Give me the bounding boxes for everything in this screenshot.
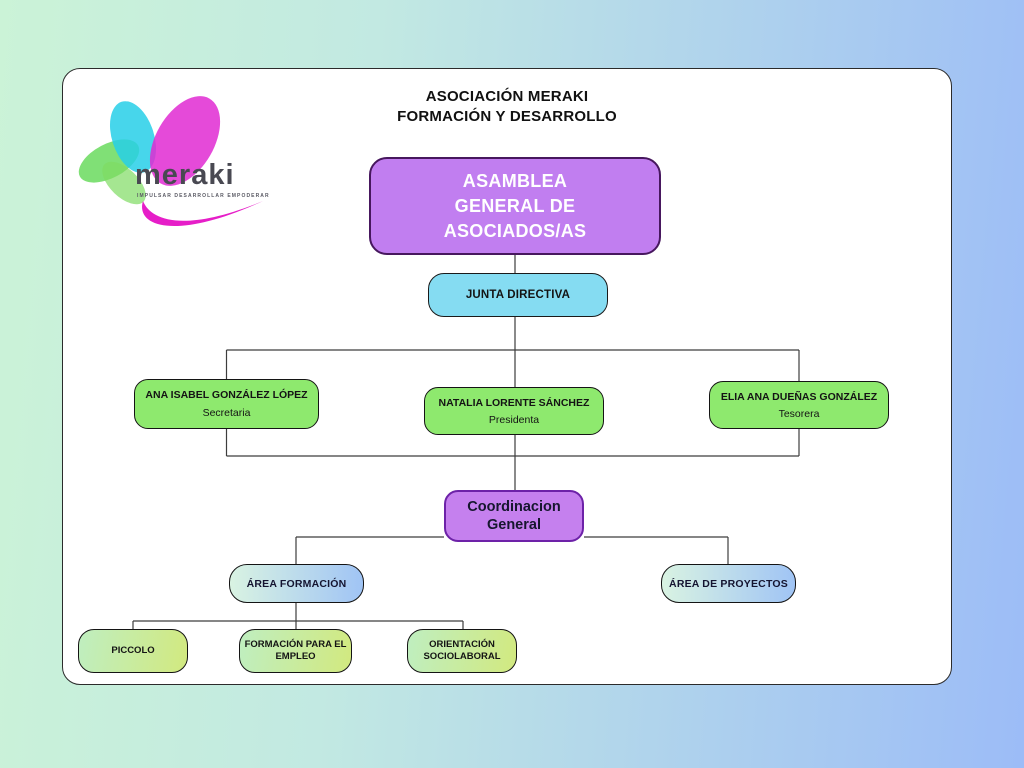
node-program-orientacion-sociolaboral: ORIENTACIÓN SOCIOLABORAL xyxy=(407,629,517,673)
node-member-tesorera: ELIA ANA DUEÑAS GONZÁLEZ Tesorera xyxy=(709,381,889,429)
meraki-logo: meraki IMPULSAR DESARROLLAR EMPODERAR xyxy=(77,89,287,241)
node-coordinacion-general: Coordinacion General xyxy=(444,490,584,542)
member-name: NATALIA LORENTE SÁNCHEZ xyxy=(438,396,590,409)
node-member-secretaria: ANA ISABEL GONZÁLEZ LÓPEZ Secretaria xyxy=(134,379,319,429)
member-name: ELIA ANA DUEÑAS GONZÁLEZ xyxy=(720,390,878,403)
member-role: Secretaria xyxy=(202,407,251,419)
member-role: Tesorera xyxy=(778,407,820,420)
title-line-1: ASOCIACIÓN MERAKI xyxy=(425,88,589,105)
node-asamblea-general: ASAMBLEA GENERAL DE ASOCIADOS/AS xyxy=(369,157,661,255)
node-member-presidenta: NATALIA LORENTE SÁNCHEZ Presidenta xyxy=(424,387,604,435)
member-role: Presidenta xyxy=(488,413,540,426)
logo-wordmark: meraki xyxy=(135,159,235,191)
node-area-formacion: ÁREA FORMACIÓN xyxy=(229,564,364,603)
node-junta-directiva: JUNTA DIRECTIVA xyxy=(428,273,608,317)
logo-tagline: IMPULSAR DESARROLLAR EMPODERAR xyxy=(137,193,270,199)
node-area-proyectos: ÁREA DE PROYECTOS xyxy=(661,564,796,603)
member-name: ANA ISABEL GONZÁLEZ LÓPEZ xyxy=(145,389,308,401)
page-title: ASOCIACIÓN MERAKI FORMACIÓN Y DESARROLLO xyxy=(63,87,951,127)
node-program-formacion-empleo: FORMACIÓN PARA EL EMPLEO xyxy=(239,629,352,673)
meraki-flower-icon xyxy=(78,96,263,227)
node-program-piccolo: PICCOLO xyxy=(78,629,188,673)
org-chart-card: meraki IMPULSAR DESARROLLAR EMPODERAR AS… xyxy=(62,68,952,685)
title-line-2: FORMACIÓN Y DESARROLLO xyxy=(397,108,617,125)
